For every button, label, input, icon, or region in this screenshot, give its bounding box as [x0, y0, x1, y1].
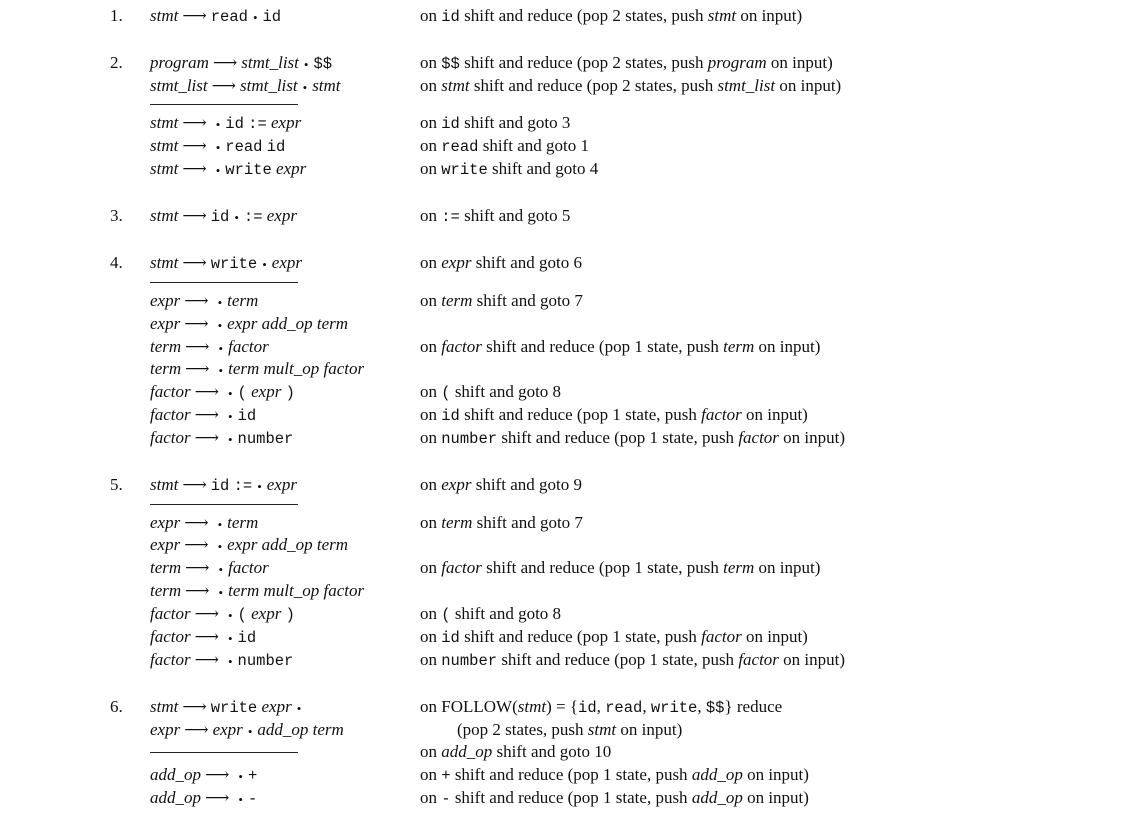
item-lhs: program⟶stmt_list•$$ [150, 53, 333, 73]
item-lhs: add_op⟶•+ [150, 765, 258, 785]
action-text: on id shift and reduce (pop 1 state, pus… [420, 405, 808, 425]
action-text: on id shift and reduce (pop 1 state, pus… [420, 627, 808, 647]
state-number: 1. [110, 6, 123, 25]
kernel-divider [150, 282, 298, 283]
action-text: on $$ shift and reduce (pop 2 states, pu… [420, 53, 833, 73]
state-number: 6. [110, 697, 123, 716]
item-lhs: stmt⟶•id := expr [150, 113, 302, 133]
action-text: on factor shift and reduce (pop 1 state,… [420, 558, 821, 577]
item-lhs: expr⟶•expr add_op term [150, 314, 349, 333]
action-text: on add_op shift and goto 10 [420, 742, 612, 761]
action-text: (pop 2 states, push stmt on input) [457, 720, 683, 739]
item-lhs: factor⟶•number [150, 428, 294, 448]
item-lhs: stmt⟶write expr• [150, 697, 302, 717]
item-lhs: stmt⟶read•id [150, 6, 282, 26]
item-lhs: stmt_list⟶stmt_list•stmt [150, 76, 341, 95]
action-text: on number shift and reduce (pop 1 state,… [420, 428, 846, 448]
action-text: on expr shift and goto 6 [420, 253, 582, 272]
kernel-divider [150, 504, 298, 505]
action-text: on ( shift and goto 8 [420, 604, 562, 624]
action-text: on id shift and goto 3 [420, 113, 571, 133]
action-text: on term shift and goto 7 [420, 513, 583, 532]
item-lhs: expr⟶•term [150, 291, 259, 310]
item-lhs: stmt⟶•read id [150, 136, 286, 156]
action-text: on - shift and reduce (pop 1 state, push… [420, 788, 809, 808]
kernel-divider [150, 104, 298, 105]
item-lhs: factor⟶•( expr ) [150, 604, 295, 624]
item-lhs: term⟶•term mult_op factor [150, 359, 365, 378]
item-lhs: add_op⟶•- [150, 788, 258, 808]
action-text: on stmt shift and reduce (pop 2 states, … [420, 76, 842, 95]
action-text: on := shift and goto 5 [420, 206, 571, 226]
item-lhs: factor⟶•number [150, 650, 294, 670]
item-lhs: expr⟶•expr add_op term [150, 535, 349, 554]
item-lhs: stmt⟶•write expr [150, 159, 307, 179]
item-lhs: expr⟶expr•add_op term [150, 720, 344, 739]
state-number: 5. [110, 475, 123, 494]
action-text: on write shift and goto 4 [420, 159, 599, 179]
item-lhs: expr⟶•term [150, 513, 259, 532]
action-text: on factor shift and reduce (pop 1 state,… [420, 337, 821, 356]
action-text: on + shift and reduce (pop 1 state, push… [420, 765, 809, 785]
action-text: on number shift and reduce (pop 1 state,… [420, 650, 846, 670]
item-lhs: factor⟶•( expr ) [150, 382, 295, 402]
state-number: 4. [110, 253, 123, 272]
item-lhs: term⟶•factor [150, 558, 269, 577]
state-number: 3. [110, 206, 123, 225]
action-text: on FOLLOW(stmt) = {id, read, write, $$} … [420, 697, 783, 717]
action-text: on expr shift and goto 9 [420, 475, 582, 494]
item-lhs: factor⟶•id [150, 627, 257, 647]
kernel-divider [150, 752, 298, 753]
action-text: on ( shift and goto 8 [420, 382, 562, 402]
item-lhs: term⟶•term mult_op factor [150, 581, 365, 600]
item-lhs: factor⟶•id [150, 405, 257, 425]
action-text: on id shift and reduce (pop 2 states, pu… [420, 6, 803, 26]
item-lhs: stmt⟶write•expr [150, 253, 303, 273]
state-number: 2. [110, 53, 123, 72]
action-text: on term shift and goto 7 [420, 291, 583, 310]
item-lhs: term⟶•factor [150, 337, 269, 356]
action-text: on read shift and goto 1 [420, 136, 589, 156]
item-lhs: stmt⟶id•:= expr [150, 206, 297, 226]
item-lhs: stmt⟶id :=•expr [150, 475, 297, 495]
